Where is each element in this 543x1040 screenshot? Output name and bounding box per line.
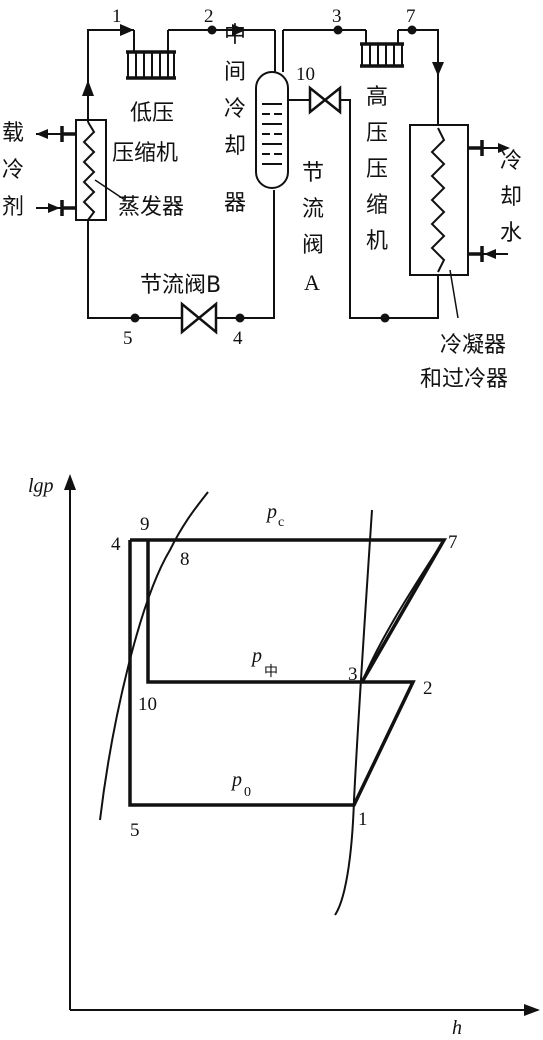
refrigeration-cycle xyxy=(128,538,448,807)
svg-text:剂: 剂 xyxy=(2,195,24,220)
ph-point-3: 3 xyxy=(348,664,358,685)
low-compressor-label-line2: 压缩机 xyxy=(112,141,178,166)
svg-text:却: 却 xyxy=(500,185,522,210)
saturated-liquid-line xyxy=(99,491,209,821)
svg-text:冷: 冷 xyxy=(500,149,522,174)
state-4-label: 4 xyxy=(233,328,243,349)
state-5-label: 5 xyxy=(123,328,133,349)
high-compressor-label: 高 压 压 缩 机 xyxy=(366,85,388,254)
ph-axes xyxy=(64,474,540,1016)
svg-text:A: A xyxy=(304,270,320,295)
ph-point-4: 4 xyxy=(111,534,121,555)
throttle-valve-b-label: 节流阀B xyxy=(140,273,221,298)
svg-text:0: 0 xyxy=(244,785,251,800)
state-7-label: 7 xyxy=(406,6,416,27)
svg-text:阀: 阀 xyxy=(302,233,324,258)
svg-text:载: 载 xyxy=(2,121,24,146)
p0-label: p 0 xyxy=(230,769,251,800)
svg-text:缩: 缩 xyxy=(366,193,388,218)
secondary-refrigerant-label: 载 冷 剂 xyxy=(2,121,24,220)
state-3-label: 3 xyxy=(332,6,342,27)
ph-point-10: 10 xyxy=(138,694,157,715)
svg-text:机: 机 xyxy=(366,229,388,254)
svg-text:水: 水 xyxy=(500,221,522,246)
low-compressor-label-line1: 低压 xyxy=(130,101,174,126)
refrigeration-schematic: 1 2 3 7 10 5 4 低压 压缩机 蒸发器 载 冷 剂 中 间 冷 却 … xyxy=(2,6,522,392)
svg-text:p: p xyxy=(230,769,242,791)
svg-text:压: 压 xyxy=(366,157,388,182)
ph-point-5: 5 xyxy=(130,820,140,841)
state-1-label: 1 xyxy=(112,6,122,27)
svg-text:中: 中 xyxy=(224,23,246,48)
state-10-label: 10 xyxy=(296,64,315,85)
y-axis-label: lgp xyxy=(28,475,54,497)
svg-text:p: p xyxy=(265,501,277,523)
condenser-coil xyxy=(409,124,510,319)
svg-text:c: c xyxy=(278,515,284,530)
low-pressure-compressor-symbol xyxy=(126,30,176,80)
high-pressure-compressor-symbol xyxy=(360,30,404,68)
svg-text:p: p xyxy=(250,645,262,667)
throttle-valve-a-symbol xyxy=(308,85,342,115)
pc-label: p c xyxy=(265,501,284,530)
ph-point-2: 2 xyxy=(423,678,433,699)
svg-text:节: 节 xyxy=(302,161,324,186)
condenser-label-line1: 冷凝器 xyxy=(440,333,506,358)
svg-text:中: 中 xyxy=(264,664,278,680)
evaporator-coil xyxy=(36,119,126,221)
svg-text:器: 器 xyxy=(224,191,246,216)
svg-text:间: 间 xyxy=(224,60,246,85)
svg-text:却: 却 xyxy=(224,134,246,159)
ph-diagram: lgp h 4 9 8 7 3 2 10 5 1 p c p 中 p xyxy=(28,474,540,1039)
flow-arrows xyxy=(82,24,444,96)
throttle-valve-a-label: 节 流 阀 A xyxy=(302,161,324,295)
evaporator-label: 蒸发器 xyxy=(118,195,184,220)
ph-point-8: 8 xyxy=(180,549,190,570)
cooling-water-label: 冷 却 水 xyxy=(500,149,522,246)
state-2-label: 2 xyxy=(204,6,214,27)
intercooler-label: 中 间 冷 却 器 xyxy=(224,23,246,216)
condenser-label-line2: 和过冷器 xyxy=(420,367,508,392)
saturated-vapor-line xyxy=(334,509,373,916)
svg-text:流: 流 xyxy=(302,197,324,222)
throttle-valve-b-symbol xyxy=(180,301,218,335)
x-axis-label: h xyxy=(452,1017,462,1039)
svg-text:冷: 冷 xyxy=(224,97,246,122)
ph-point-1: 1 xyxy=(358,809,368,830)
junction-dots xyxy=(130,25,417,323)
ph-point-9: 9 xyxy=(140,514,150,535)
intercooler-vessel xyxy=(255,30,300,189)
svg-text:冷: 冷 xyxy=(2,158,24,183)
ph-point-7: 7 xyxy=(448,532,458,553)
pmid-label: p 中 xyxy=(250,645,278,680)
svg-text:压: 压 xyxy=(366,121,388,146)
svg-text:高: 高 xyxy=(366,85,388,110)
